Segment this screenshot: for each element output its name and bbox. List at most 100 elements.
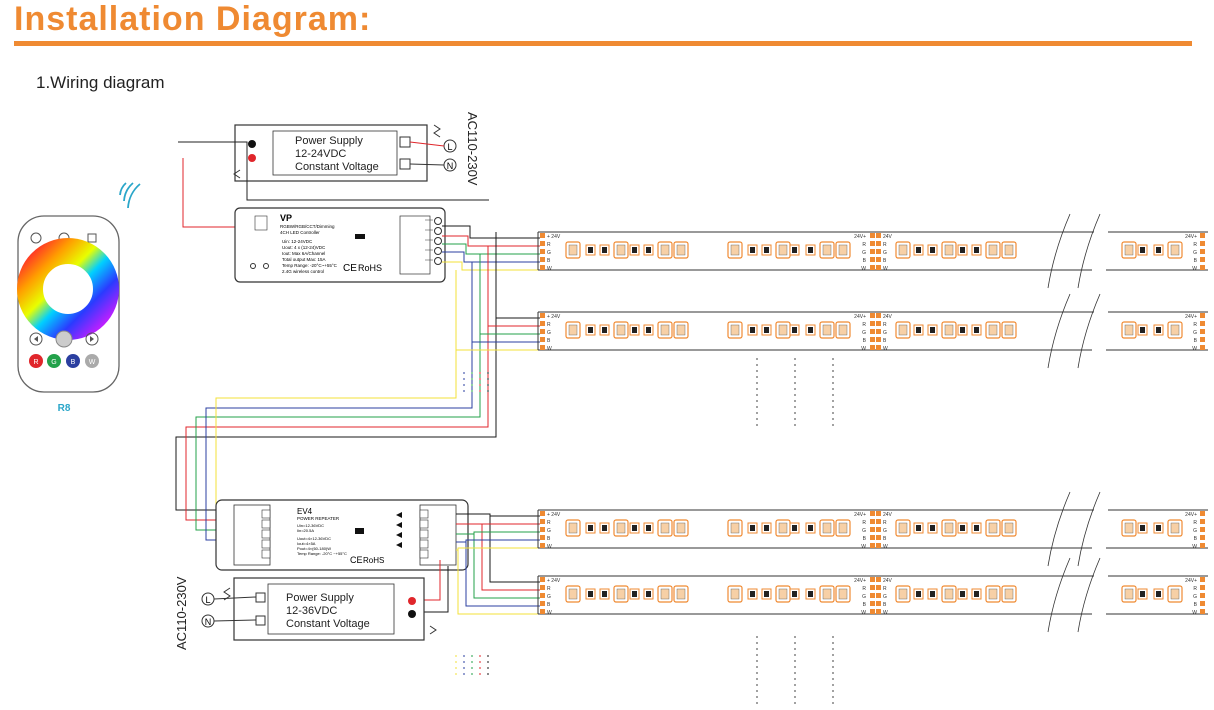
- strip-pad-label: G: [547, 528, 551, 534]
- controller-spec1: Uin: 12-24VDC: [282, 239, 313, 244]
- strip-pad-label: W: [547, 346, 552, 352]
- solder-pad: [540, 511, 545, 516]
- strip-pad-label: W: [883, 346, 888, 352]
- strip-pad-label: 24V: [883, 234, 893, 240]
- solder-pad: [540, 527, 545, 532]
- repeater-spec1: Uin=12-36VDC: [297, 523, 324, 528]
- psu-bottom-n-label: N: [205, 617, 212, 627]
- strip-pad-label: + 24V: [547, 234, 561, 240]
- solder-pad: [876, 241, 881, 246]
- remote-btn-r-label: R: [33, 359, 38, 366]
- solder-pad: [870, 593, 875, 598]
- controller-spec3: Iout: Max 6A/Channel: [282, 251, 325, 256]
- psu-top-n-label: N: [447, 161, 454, 171]
- strip-pad-label: + 24V: [547, 578, 561, 584]
- repeater-spec4: Iout=4×5A: [297, 541, 316, 546]
- psu-bottom-ac-label: AC110-230V: [174, 576, 189, 650]
- wireless-signal-icon: [119, 182, 141, 209]
- solder-pad: [1200, 265, 1205, 270]
- strip-pad-label: 24V+: [1185, 234, 1197, 240]
- strip-pad-label: W: [1192, 610, 1197, 616]
- remote-btn-g-label: G: [51, 359, 56, 366]
- repeater-spec3: Uout=4×12-36VDC: [297, 536, 331, 541]
- solder-pad: [876, 609, 881, 614]
- strip-pad-label: G: [883, 594, 887, 600]
- solder-pad: [870, 265, 875, 270]
- controller-spec5: Temp Range: -20°C~+55°C: [282, 263, 338, 268]
- solder-pad: [870, 249, 875, 254]
- color-wheel: [17, 238, 119, 340]
- solder-pad: [870, 345, 875, 350]
- strip-pad-label: B: [547, 338, 551, 344]
- solder-pad: [540, 519, 545, 524]
- strip-pad-label: 24V+: [1185, 578, 1197, 584]
- solder-pad: [1200, 511, 1205, 516]
- strip-pad-label: R: [862, 322, 866, 328]
- strip-pad-label: G: [547, 250, 551, 256]
- strip-pad-label: R: [547, 322, 551, 328]
- center-button: [55, 330, 73, 348]
- power-supply-bottom: Power Supply 12-36VDC Constant Voltage L…: [174, 576, 437, 650]
- strip-pad-label: W: [861, 544, 866, 550]
- solder-pad: [876, 321, 881, 326]
- strip-pad-label: R: [547, 242, 551, 248]
- solder-pad: [540, 249, 545, 254]
- psu-top-l-label: L: [447, 142, 452, 152]
- strip-pad-label: B: [547, 602, 551, 608]
- solder-pad: [540, 577, 545, 582]
- save-icon: [87, 233, 97, 243]
- strip-pad-label: R: [547, 586, 551, 592]
- strip-pad-label: B: [883, 258, 887, 264]
- strip-pad-label: R: [547, 520, 551, 526]
- solder-pad: [1200, 321, 1205, 326]
- strip-pad-label: G: [547, 330, 551, 336]
- strip-pad-label: R: [862, 586, 866, 592]
- repeater-spec2: Iin=20.5A: [297, 528, 314, 533]
- strip-pad-label: G: [883, 330, 887, 336]
- solder-pad: [870, 329, 875, 334]
- strip-pad-label: + 24V: [547, 314, 561, 320]
- remote-btn-r: [29, 354, 43, 368]
- strip-pad-label: G: [1193, 330, 1197, 336]
- solder-pad: [1200, 593, 1205, 598]
- remote-model-label: R8: [58, 403, 71, 414]
- controller-desc2: 4CH LED Controller: [280, 230, 320, 235]
- strip-pad-label: 24V+: [1185, 512, 1197, 518]
- solder-pad: [870, 257, 875, 262]
- controller-ce-mark: CE: [343, 263, 357, 274]
- remote-btn-g: [47, 354, 61, 368]
- controller-desc1: RGBW/RGB/CCT/Dimming: [280, 224, 335, 229]
- solder-pad: [870, 527, 875, 532]
- solder-pad: [870, 313, 875, 318]
- strip-pad-label: B: [863, 602, 867, 608]
- strip-pad-label: W: [547, 610, 552, 616]
- title-underline: [14, 41, 1192, 46]
- strip-pad-label: B: [1194, 602, 1198, 608]
- remote-btn-b-label: B: [71, 359, 76, 366]
- strip-pad-label: 24V+: [854, 578, 866, 584]
- strip-pad-label: W: [547, 266, 552, 272]
- controller-spec4: Total output Max: 15A: [282, 257, 326, 262]
- strip-pad-label: B: [547, 258, 551, 264]
- solder-pad: [876, 519, 881, 524]
- strip-pad-label: 24V: [883, 512, 893, 518]
- remote-r8: R G B W R8: [17, 182, 141, 414]
- solder-pad: [876, 527, 881, 532]
- controller-name: VP: [280, 213, 292, 223]
- strip-pad-label: W: [883, 266, 888, 272]
- solder-pad: [1200, 329, 1205, 334]
- strip-pad-label: G: [862, 594, 866, 600]
- strip-pad-label: W: [861, 610, 866, 616]
- psu-bottom-l-label: L: [205, 595, 210, 605]
- solder-pad: [876, 511, 881, 516]
- strip-pad-label: G: [1193, 528, 1197, 534]
- strip-pad-label: G: [883, 250, 887, 256]
- strip-pad-label: G: [883, 528, 887, 534]
- repeater-ce-mark: CE: [350, 555, 363, 565]
- strip-pad-label: R: [862, 520, 866, 526]
- remote-btn-w-label: W: [89, 359, 96, 366]
- strip-pad-label: G: [547, 594, 551, 600]
